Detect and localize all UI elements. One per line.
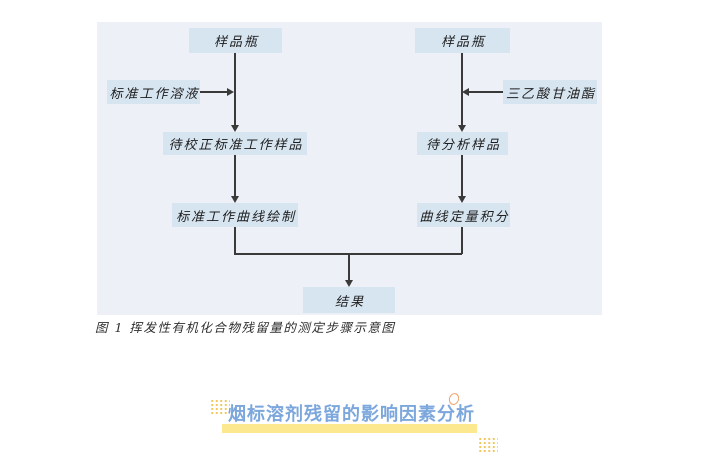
arrowhead-down [231, 125, 239, 132]
flow-node-result: 结果 [303, 287, 395, 313]
flow-line [234, 227, 236, 254]
flowchart-panel: 样品瓶 样品瓶 标准工作溶液 三乙酸甘油酯 待校正标准工作样品 待分析样品 标准… [97, 22, 602, 315]
arrowhead-down [458, 196, 466, 203]
flow-line [234, 53, 236, 125]
flow-line [348, 253, 350, 280]
dots-decoration-top-left [210, 399, 230, 415]
flow-node-standard-solution: 标准工作溶液 [107, 80, 200, 104]
dots-decoration-bottom-right [478, 437, 498, 453]
flow-node-triacetin: 三乙酸甘油酯 [503, 80, 597, 104]
flow-node-curve-drawing: 标准工作曲线绘制 [172, 203, 298, 227]
flow-line [461, 155, 463, 196]
arrowhead-down [231, 196, 239, 203]
arrowhead-right [227, 88, 234, 96]
figure-caption: 图 1 挥发性有机化合物残留量的测定步骤示意图 [95, 320, 396, 335]
flow-node-curve-integration: 曲线定量积分 [417, 203, 510, 227]
flow-node-analysis-sample: 待分析样品 [417, 132, 508, 155]
section-heading: 烟标溶剂残留的影响因素分析 [228, 404, 475, 424]
flow-line [461, 227, 463, 254]
flow-line [200, 91, 227, 93]
flow-line [461, 53, 463, 125]
arrowhead-left [462, 88, 469, 96]
flow-line [469, 91, 503, 93]
highlight-bar [222, 424, 477, 433]
flow-node-sample-bottle-right: 样品瓶 [415, 28, 510, 53]
flow-line [234, 155, 236, 196]
flow-node-sample-bottle-left: 样品瓶 [189, 28, 282, 53]
arrowhead-down [458, 125, 466, 132]
flow-node-calibration-sample: 待校正标准工作样品 [163, 132, 307, 155]
arrowhead-down [345, 280, 353, 287]
